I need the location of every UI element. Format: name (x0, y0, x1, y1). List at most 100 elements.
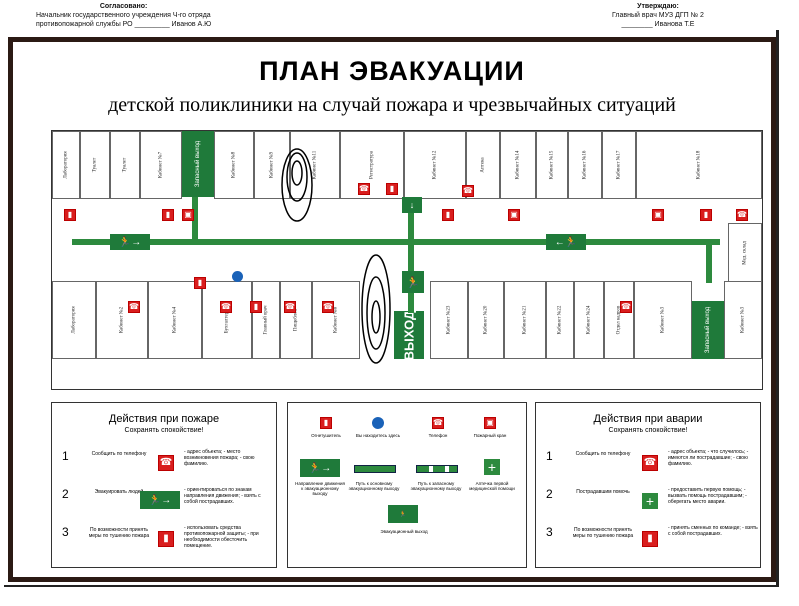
legend-label: Путь к основному эвакуационному выходу (348, 481, 400, 491)
row-text: Пострадавшим помочь (576, 489, 630, 495)
fire-extinguisher-icon: ▮ (194, 277, 206, 289)
row-number: 2 (62, 487, 69, 501)
approval-left: Согласовано: Начальник государственного … (36, 2, 211, 29)
floor-plan: Лаборатория Туалет Туалет Кабинет №7 Зап… (51, 130, 763, 390)
fire-row: 3 По возможности принять меры по тушению… (56, 523, 272, 555)
room-label: Кабинет №9 (269, 151, 275, 179)
page-shadow-bottom (4, 585, 779, 587)
accident-row: 1 Сообщить по телефону ☎ - адрес объекта… (540, 447, 756, 479)
room: Кабинет №20 (468, 281, 504, 359)
room-label: Кабинет №3 (740, 306, 746, 334)
room-label: Регистратура (369, 150, 375, 180)
you-are-here-icon (232, 271, 243, 282)
room-label: Кабинет №18 (696, 150, 702, 180)
room-label: Кабинет №16 (582, 150, 588, 180)
room: Кабинет №12 (404, 131, 466, 199)
telephone-icon: ☎ (284, 301, 296, 313)
approval-left-title: Согласовано: (99, 3, 148, 10)
fire-row: 1 Сообщить по телефону ☎ - адрес объекта… (56, 447, 272, 479)
row-text: Сообщить по телефону (575, 451, 631, 457)
fire-extinguisher-icon: ▮ (700, 209, 712, 221)
row-text: Сообщить по телефону (91, 451, 147, 457)
fire-hose-icon: ▣ (652, 209, 664, 221)
you-are-here-icon (372, 417, 384, 429)
room-label: Туалет (92, 157, 98, 173)
plan-frame: ПЛАН ЭВАКУАЦИИ детской поликлиники на сл… (8, 37, 776, 582)
spare-exit-label: Запасный выход (705, 306, 711, 354)
room-label: Кабинет №23 (446, 305, 452, 335)
room: Кабинет №15 (536, 131, 568, 199)
room-label: Кабинет №4 (172, 306, 178, 334)
telephone-icon: ☎ (158, 455, 174, 471)
room: Лаборатория (52, 281, 96, 359)
telephone-icon: ☎ (128, 301, 140, 313)
fire-hose-icon: ▣ (484, 417, 496, 429)
telephone-icon: ☎ (322, 301, 334, 313)
room: Кабинет №4 (148, 281, 202, 359)
room: Кабинет №18 (636, 131, 762, 199)
approval-right-line2: ________ Иванова Т.Е (621, 21, 695, 28)
ring-marker-icon (281, 148, 313, 222)
room: Кабинет №16 (568, 131, 602, 199)
evacuation-path (192, 197, 198, 241)
evacuation-path (408, 201, 414, 313)
fire-extinguisher-icon: ▮ (320, 417, 332, 429)
room: Туалет (110, 131, 140, 199)
room-label: Кабинет №15 (549, 150, 555, 180)
room-label: Кабинет №8 (231, 151, 237, 179)
row-desc: - адрес объекта; - место возникновения п… (184, 449, 255, 467)
telephone-icon: ☎ (620, 301, 632, 313)
fire-extinguisher-icon: ▮ (642, 531, 658, 547)
room: Кабинет №3 (724, 281, 762, 359)
row-number: 1 (546, 449, 553, 463)
exit-direction-icon: ↓ (402, 197, 422, 213)
room: Кабинет №11 (290, 131, 340, 199)
evacuation-path (72, 239, 720, 245)
accident-actions-panel: Действия при аварии Сохранять спокойстви… (535, 402, 761, 568)
fire-panel-title: Действия при пожаре (108, 413, 220, 425)
accident-panel-subtitle: Сохранять спокойствие! (608, 427, 688, 434)
room: Кабинет №22 (546, 281, 574, 359)
room-label: Кабинет №21 (522, 305, 528, 335)
main-exit: ВЫХОД (394, 310, 424, 360)
row-text: По возможности принять меры по тушению п… (88, 527, 150, 539)
page-title: ПЛАН ЭВАКУАЦИИ (259, 56, 525, 86)
room: Кабинет №3 (634, 281, 692, 359)
page-shadow-right (776, 30, 779, 586)
row-desc: - принять сменных по команде; - взять с … (668, 525, 758, 537)
arrow-right-icon: 🏃→ (110, 234, 150, 250)
row-desc: - адрес объекта; - что случилось; - имею… (668, 449, 749, 467)
room: Кабинет №6 (312, 281, 360, 359)
room-label: Кабинет №22 (557, 305, 563, 335)
first-aid-icon: + (484, 459, 500, 475)
exit-arrow-icon: 🏃→ (140, 491, 180, 509)
evacuation-path (706, 243, 712, 283)
room-label: Аптека (480, 157, 486, 173)
room-label: Кабинет №2 (119, 306, 125, 334)
room: Кабинет №24 (574, 281, 604, 359)
row-number: 2 (546, 487, 553, 501)
legend-label: Пожарный кран (473, 433, 507, 438)
page-subtitle: детской поликлиники на случай пожара и ч… (108, 94, 676, 116)
row-text: По возможности принять меры по тушению п… (572, 527, 634, 539)
fire-hose-icon: ▣ (508, 209, 520, 221)
spare-path-icon (416, 465, 458, 473)
room-label: Кабинет №14 (515, 150, 521, 180)
approval-right: Утверждаю: Главный врач МУЗ ДГП № 2 ____… (612, 2, 704, 29)
arrow-left-icon: ←🏃 (546, 234, 586, 250)
fire-extinguisher-icon: ▮ (386, 183, 398, 195)
legend-label: Путь к запасному эвакуационному выходу (410, 481, 462, 491)
room: Кабинет №8 (214, 131, 254, 199)
spare-exit-label: Запасный выход (195, 140, 201, 188)
main-exit-label: ВЫХОД (401, 310, 417, 360)
exit-sign-icon: 🏃 (388, 505, 418, 523)
row-desc: - ориентироваться по знакам направления … (184, 487, 261, 505)
room: Кабинет №7 (140, 131, 182, 199)
spare-exit-top: Запасный выход (182, 131, 214, 197)
room: Лаборатория (52, 131, 80, 199)
room-label: Кабинет №20 (483, 305, 489, 335)
exit-direction-icon: 🏃→ (300, 459, 340, 477)
telephone-icon: ☎ (358, 183, 370, 195)
telephone-icon: ☎ (432, 417, 444, 429)
fire-row: 2 Эвакуировать людей 🏃→ - ориентироватьс… (56, 485, 272, 517)
